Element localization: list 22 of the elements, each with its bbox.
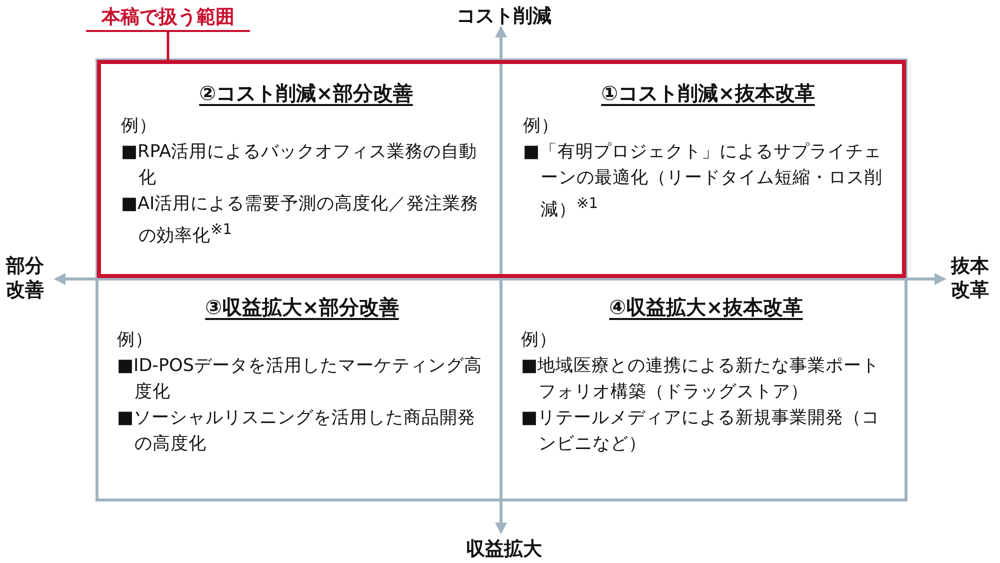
- example-label: 例）: [523, 115, 560, 138]
- axis-label: 部分改善: [4, 254, 45, 302]
- bullet-item: ■ソーシャルリスニングを活用した商品開発の高度化: [117, 407, 477, 456]
- quadrant-heading: ②コスト削減×部分改善: [199, 80, 413, 107]
- scope-frame: [97, 60, 906, 278]
- bullet-item: ■リテールメディアによる新規事業開発（コンビニなど）: [521, 407, 881, 456]
- example-label: 例）: [121, 115, 158, 138]
- axis-label: 収益拡大: [465, 537, 543, 561]
- bullet-item: ■地域医療との連携による新たな事業ポートフォリオ構築（ドラッグストア）: [521, 355, 881, 404]
- example-label: 例）: [117, 329, 154, 352]
- axis-label: コスト削減: [456, 4, 552, 28]
- quadrant-heading: ④収益拡大×抜本改革: [609, 294, 803, 321]
- bullet-item: ■ID-POSデータを活用したマーケティング高度化: [117, 355, 483, 404]
- bullet-item: ■RPA活用によるバックオフィス業務の自動化: [121, 141, 478, 190]
- quadrant-heading: ③収益拡大×部分改善: [205, 294, 399, 321]
- bullet-item: ■AI活用による需要予測の高度化／発注業務の効率化$^{※1}$: [121, 193, 480, 248]
- axis-label: 抜本改革: [950, 254, 990, 302]
- quadrant-heading: ①コスト削減×抜本改革: [601, 80, 815, 107]
- scope-label: 本稿で扱う範囲: [86, 5, 250, 32]
- leader-line: [166, 32, 170, 60]
- example-label: 例）: [521, 329, 558, 352]
- bullet-item: ■「有明プロジェクト」によるサプライチェーンの最適化（リードタイム短縮・ロス削減）$^{※1}$: [523, 141, 884, 222]
